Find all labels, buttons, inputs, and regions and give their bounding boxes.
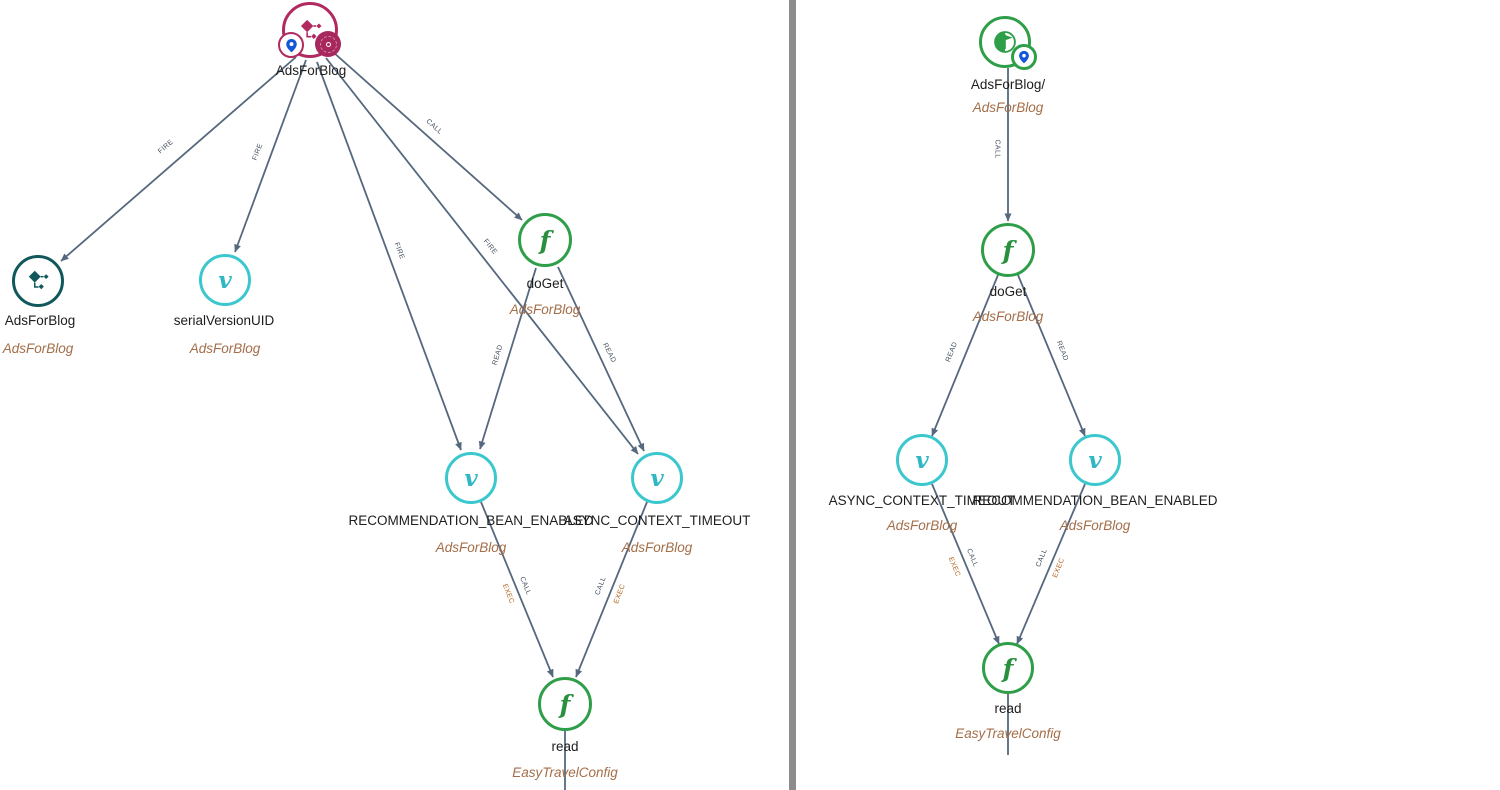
edge-fire-class	[60, 56, 297, 262]
variable-icon-v: v	[1088, 446, 1102, 474]
node-async-context-timeout[interactable]: v	[631, 452, 683, 504]
node-recommendation-bean-enabled[interactable]: v	[445, 452, 497, 504]
package-label: AdsForBlog	[972, 100, 1044, 115]
node-label: ASYNC_CONTEXT_TIMEOUT	[828, 493, 1016, 508]
package-label: AdsForBlog	[189, 341, 261, 356]
node-async-context-timeout[interactable]: v	[896, 434, 948, 486]
node-doget[interactable]: f	[518, 213, 572, 267]
service-flag-icon	[994, 31, 1016, 53]
edge-label-call: CALL	[993, 139, 1001, 159]
node-label: doGet	[526, 276, 564, 291]
node-label: RECOMMENDATION_BEAN_ENABLED	[348, 513, 594, 528]
node-read[interactable]: f	[538, 677, 592, 731]
node-doget[interactable]: f	[981, 223, 1035, 277]
edge-read-async-r	[931, 274, 999, 437]
edge-call-read-left	[480, 501, 554, 678]
node-label: doGet	[989, 284, 1027, 299]
package-label: AdsForBlog	[886, 518, 958, 533]
node-root-service[interactable]	[979, 16, 1031, 68]
node-root-pin-badge[interactable]	[1011, 44, 1037, 70]
package-label: AdsForBlog	[1059, 518, 1131, 533]
package-label: AdsForBlog	[972, 309, 1044, 324]
node-class-adsforblog[interactable]	[12, 255, 64, 307]
instance-badge-dot	[325, 41, 331, 47]
function-icon-f: f	[559, 689, 571, 719]
node-label: serialVersionUID	[173, 313, 275, 328]
package-label: EasyTravelConfig	[512, 765, 618, 780]
node-read[interactable]: f	[982, 642, 1034, 694]
package-label: AdsForBlog	[2, 341, 74, 356]
node-serialversionuid[interactable]: v	[199, 254, 251, 306]
location-pin-icon	[285, 38, 297, 52]
edge-fire-async	[325, 57, 639, 455]
node-label: read	[551, 739, 579, 754]
node-label: RECOMMENDATION_BEAN_ENABLED	[972, 493, 1218, 508]
edge-read-rec-r	[1017, 274, 1086, 437]
package-label: AdsForBlog	[435, 540, 507, 555]
node-label: read	[994, 701, 1022, 716]
variable-icon-v: v	[218, 266, 232, 294]
panel-divider[interactable]	[789, 0, 796, 790]
class-hierarchy-icon	[28, 270, 49, 290]
package-label: AdsForBlog	[621, 540, 693, 555]
node-label: AdsForBlog	[275, 63, 347, 78]
variable-icon-v: v	[650, 464, 664, 492]
instance-badge[interactable]	[315, 31, 341, 57]
edge-read-async	[557, 266, 645, 452]
function-icon-f: f	[1002, 653, 1014, 683]
instance-badge-ring	[319, 35, 337, 53]
variable-icon-v: v	[464, 464, 478, 492]
edge-read-rec	[478, 267, 537, 450]
edge-call-read-right	[575, 501, 648, 678]
package-label: EasyTravelConfig	[955, 726, 1061, 741]
variable-icon-v: v	[915, 446, 929, 474]
location-pin-icon	[1019, 50, 1029, 64]
edge-call-read-left-r	[931, 483, 1000, 645]
node-recommendation-bean-enabled[interactable]: v	[1069, 434, 1121, 486]
function-icon-f: f	[1002, 235, 1014, 265]
edge-call-read-right-r	[1016, 483, 1086, 645]
class-hierarchy-icon	[300, 19, 322, 39]
package-label: AdsForBlog	[509, 302, 581, 317]
function-icon-f: f	[539, 225, 551, 255]
edge-fire-rec	[316, 61, 462, 451]
node-label: AdsForBlog	[4, 313, 76, 328]
node-root-pin-badge[interactable]	[278, 32, 304, 58]
node-label: AdsForBlog/	[970, 77, 1046, 92]
node-label: ASYNC_CONTEXT_TIMEOUT	[563, 513, 751, 528]
edge-call-doget	[332, 51, 523, 221]
edge-fire-serial	[234, 59, 307, 253]
